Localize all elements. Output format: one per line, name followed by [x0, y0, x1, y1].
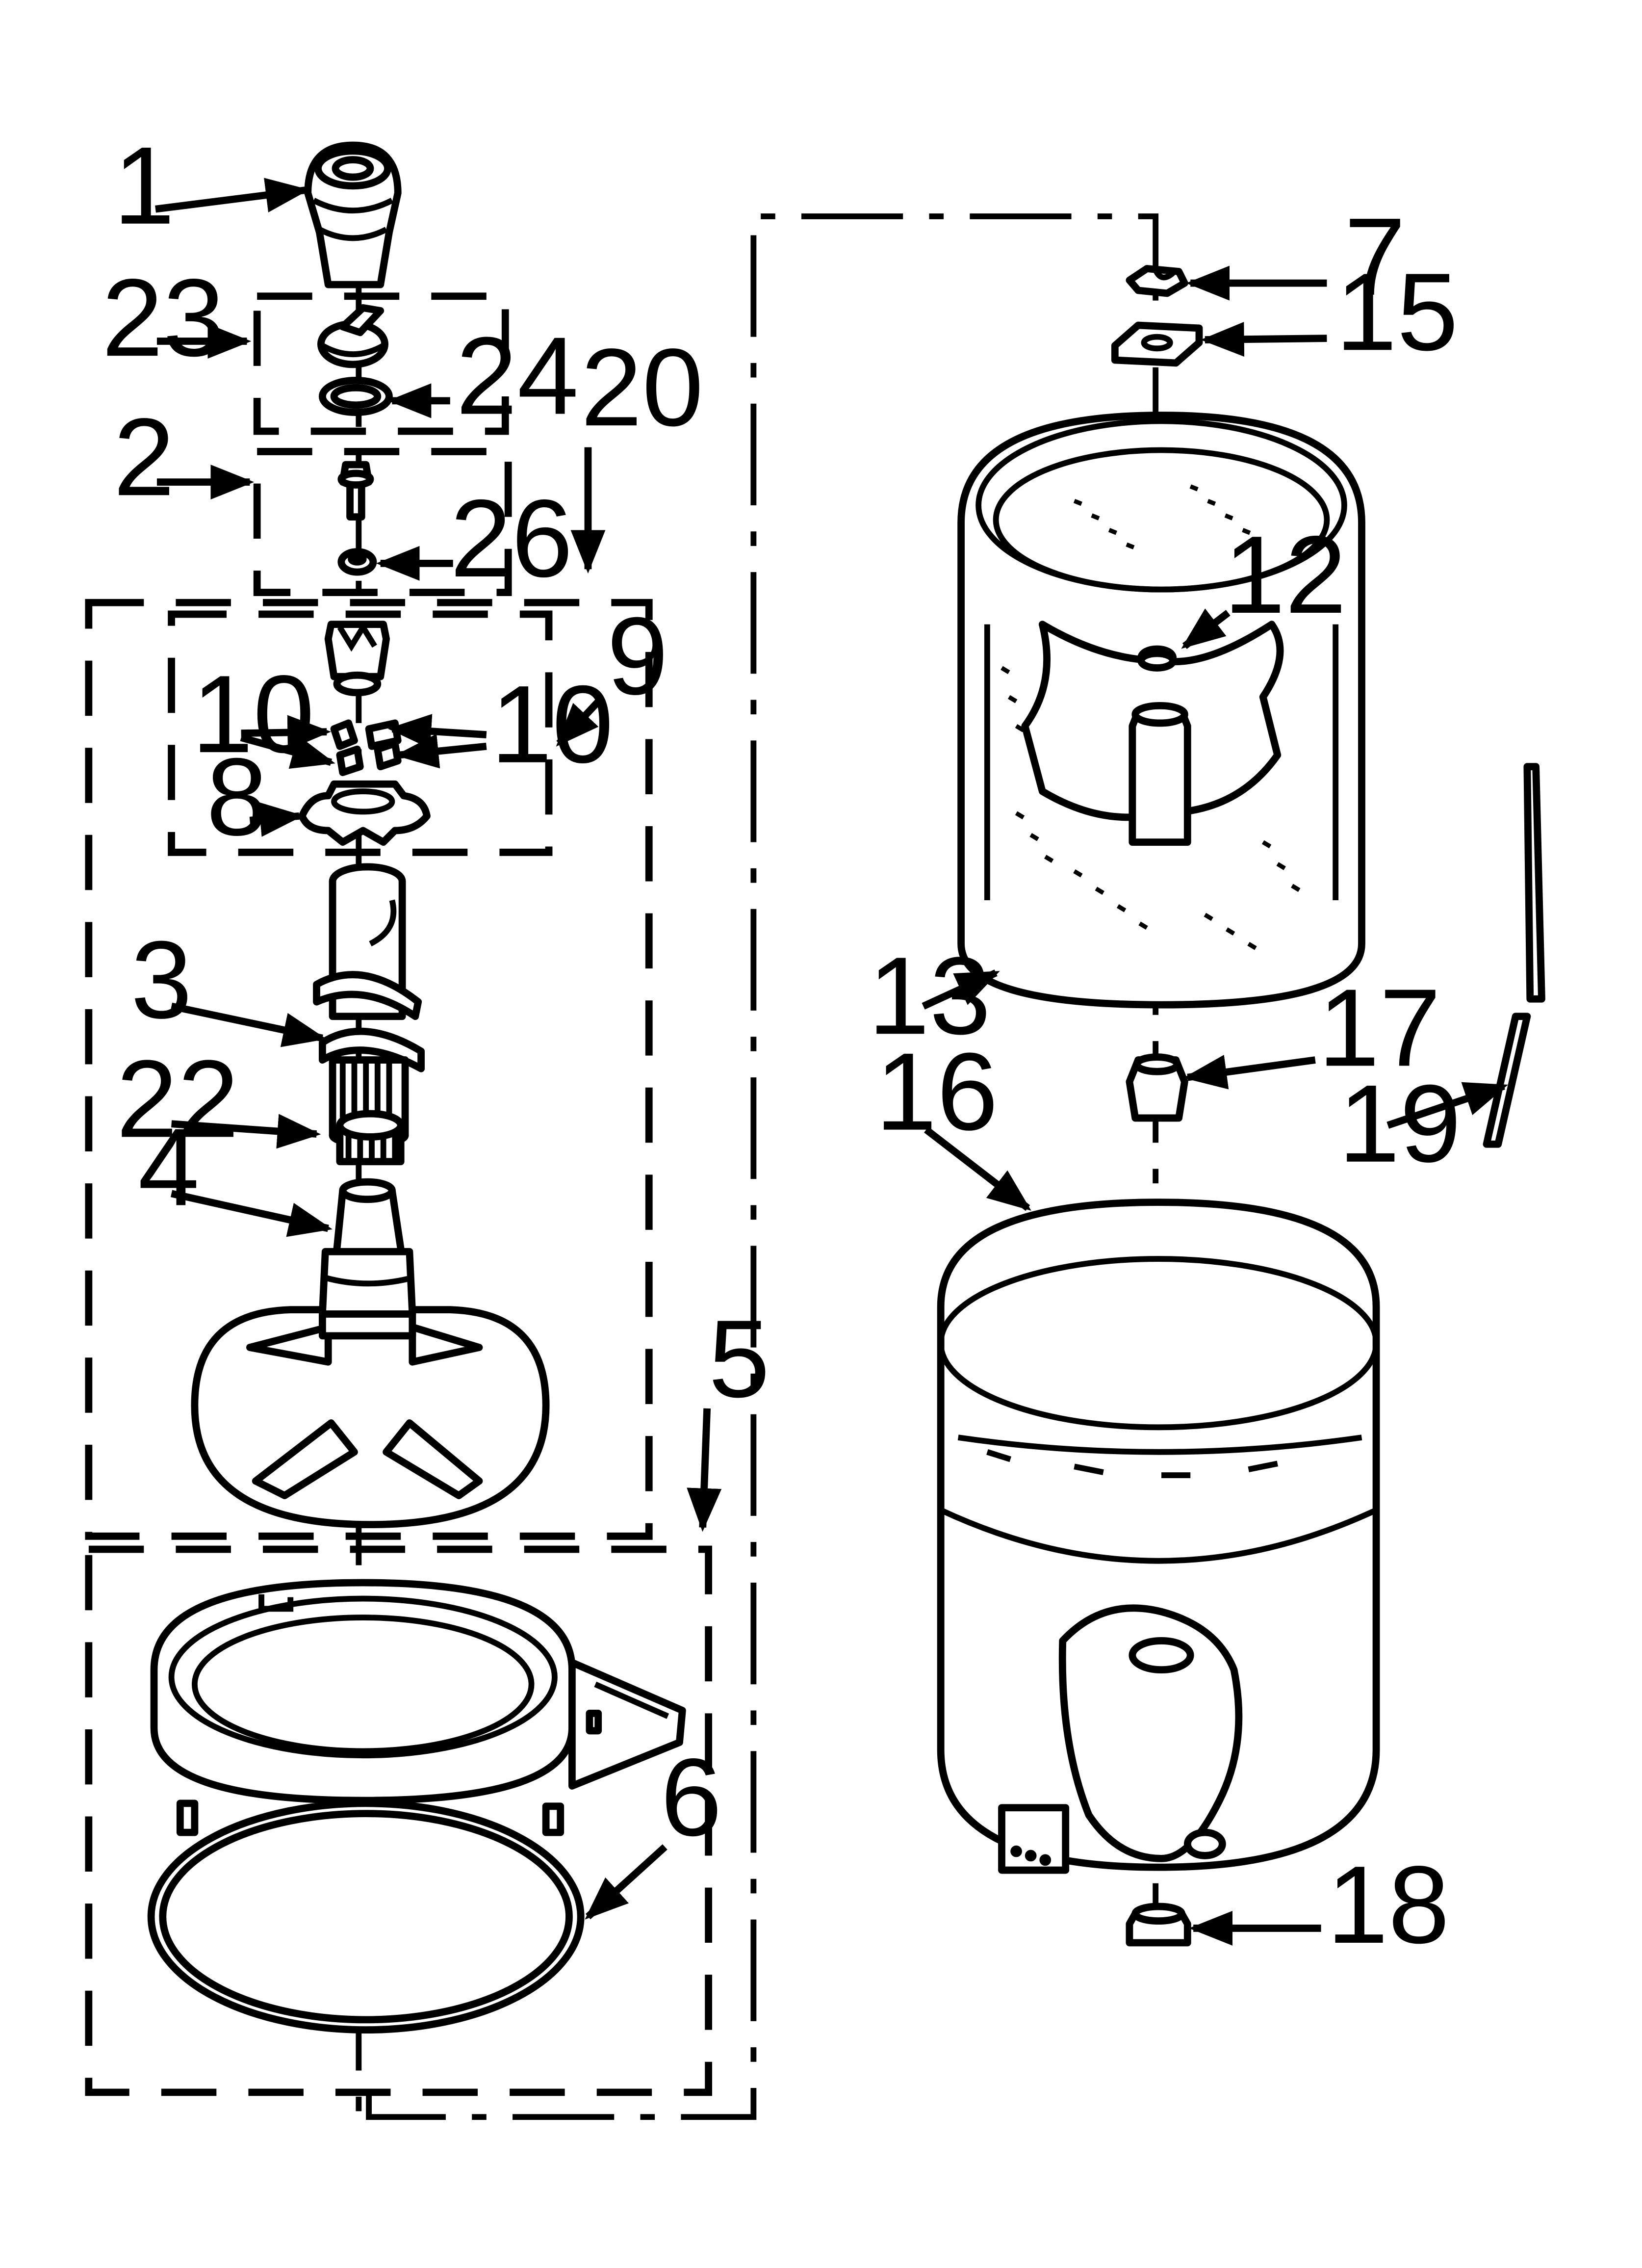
callout-26: 26 — [450, 476, 573, 600]
part-23-dispenser-lid — [317, 304, 389, 368]
callout-10-right: 10 — [491, 662, 614, 786]
group-box-5 — [85, 1545, 713, 2096]
callout-3: 3 — [131, 918, 192, 1042]
callout-7: 7 — [1344, 195, 1406, 318]
group-box-2 — [253, 448, 512, 596]
callout-17: 17 — [1318, 965, 1441, 1089]
part-10-dogs — [330, 719, 402, 776]
callout-2: 2 — [113, 395, 175, 519]
callout-24: 24 — [456, 314, 579, 438]
group-box-23 — [253, 292, 509, 435]
callout-15: 15 — [1335, 250, 1458, 373]
callout-10-left: 10 — [192, 652, 314, 776]
callout-23: 23 — [102, 256, 224, 379]
part-6-seal-ring — [147, 1799, 585, 2034]
callout-labels: 1 2 3 4 5 6 7 8 9 10 10 12 13 15 16 17 1… — [102, 124, 1461, 1966]
part-15-plate — [1111, 321, 1203, 367]
part-22-ratchet — [336, 1110, 405, 1166]
callout-13: 13 — [868, 934, 991, 1057]
callout-6: 6 — [661, 1735, 722, 1859]
callout-9: 9 — [607, 594, 668, 718]
part-2-bolt — [337, 461, 374, 521]
part-7-clip — [1126, 265, 1188, 297]
callout-19: 19 — [1338, 1062, 1461, 1185]
callout-1: 1 — [113, 124, 175, 247]
part-4-agitator-base — [191, 1178, 550, 1529]
part-24-o-ring — [318, 377, 393, 416]
callout-22: 22 — [116, 1037, 239, 1160]
part-12-nut — [1137, 650, 1177, 672]
callout-20: 20 — [581, 325, 703, 449]
group-box-20 — [85, 599, 653, 1540]
part-3-auger — [313, 863, 425, 1148]
part-26-washer — [337, 548, 377, 576]
part-5-tub-ring — [150, 1579, 686, 1900]
leader-arrows — [155, 178, 1508, 1946]
callout-5: 5 — [709, 1297, 770, 1420]
part-9-cam-assembly — [324, 621, 390, 697]
callout-12: 12 — [1224, 513, 1346, 636]
callout-16: 16 — [875, 1030, 998, 1153]
part-1-agitator-cap — [304, 141, 402, 288]
part-17-bushing — [1126, 1053, 1188, 1122]
callout-8: 8 — [206, 735, 268, 859]
part-18-drain-plug — [1126, 1903, 1191, 1947]
callout-18: 18 — [1327, 1843, 1449, 1966]
callout-4: 4 — [138, 1105, 199, 1229]
part-13-spin-basket — [957, 412, 1365, 1009]
part-8-plate — [298, 780, 431, 846]
part-16-outer-tub — [937, 1199, 1380, 1874]
